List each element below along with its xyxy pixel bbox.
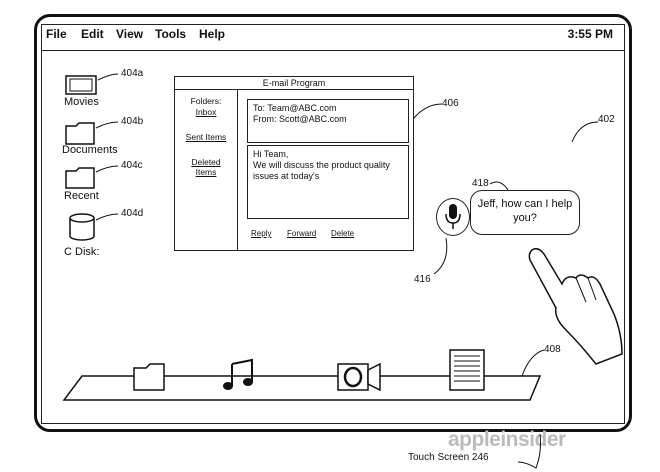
email-to[interactable]: To: Team@ABC.com bbox=[253, 103, 337, 113]
email-folders-panel: Folders: Inbox Sent Items Deleted Items bbox=[175, 90, 238, 250]
ref-408: 408 bbox=[544, 344, 561, 355]
delete-button[interactable]: Delete bbox=[331, 229, 355, 238]
touch-screen-leader bbox=[517, 433, 541, 469]
watermark: appleinsider bbox=[448, 428, 566, 451]
ref-418: 418 bbox=[472, 178, 489, 189]
microphone-button[interactable] bbox=[436, 198, 470, 236]
folder-sent-items[interactable]: Sent Items bbox=[185, 132, 227, 142]
menu-edit[interactable]: Edit bbox=[81, 27, 104, 41]
email-body-box[interactable]: Hi Team, We will discuss the product qua… bbox=[247, 145, 409, 219]
device-frame bbox=[34, 14, 632, 432]
disk-icon bbox=[69, 213, 95, 241]
assistant-bubble: Jeff, how can I help you? bbox=[470, 190, 580, 235]
email-header-box: To: Team@ABC.com From: Scott@ABC.com bbox=[247, 99, 409, 143]
folder-icon bbox=[65, 122, 95, 145]
email-title: E-mail Program bbox=[175, 77, 413, 90]
ref-404a: 404a bbox=[121, 68, 144, 79]
ref-416: 416 bbox=[414, 274, 431, 285]
ref-404c: 404c bbox=[121, 160, 143, 171]
dock-folder-icon bbox=[133, 363, 165, 391]
menu-help[interactable]: Help bbox=[199, 27, 226, 41]
ref-402-leader bbox=[571, 121, 599, 143]
menu-divider bbox=[42, 50, 624, 51]
forward-button[interactable]: Forward bbox=[287, 229, 317, 238]
dock bbox=[62, 349, 545, 401]
ref-416-leader bbox=[433, 237, 448, 275]
movie-icon bbox=[65, 75, 97, 95]
email-window[interactable]: E-mail Program Folders: Inbox Sent Items… bbox=[174, 76, 414, 251]
folder-icon bbox=[65, 167, 95, 189]
ref-404d: 404d bbox=[121, 208, 144, 219]
menu-bar: File Edit View Tools Help 3:55 PM bbox=[41, 27, 625, 49]
menu-file[interactable]: File bbox=[46, 27, 67, 41]
ref-406-leader bbox=[413, 103, 443, 119]
ref-404b: 404b bbox=[121, 116, 144, 127]
dock-music-icon bbox=[223, 358, 253, 390]
menu-view[interactable]: View bbox=[116, 27, 144, 41]
hand-icon bbox=[528, 247, 623, 365]
assistant-bubble-line: Jeff, how can I help bbox=[477, 198, 573, 210]
microphone-icon bbox=[445, 204, 461, 229]
assistant-bubble-line: you? bbox=[513, 212, 537, 224]
email-body-line: Hi Team, bbox=[253, 149, 289, 159]
folders-label: Folders: bbox=[190, 96, 222, 106]
dock-document-icon bbox=[449, 349, 485, 391]
screen bbox=[41, 24, 625, 424]
folder-inbox[interactable]: Inbox bbox=[195, 107, 217, 117]
icon-label-c-disk[interactable]: C Disk: bbox=[64, 246, 100, 258]
desktop-icons-art bbox=[65, 73, 119, 241]
email-body-line: We will discuss the product quality bbox=[253, 160, 390, 170]
ref-406: 406 bbox=[442, 98, 459, 109]
email-from: From: Scott@ABC.com bbox=[253, 114, 347, 124]
ref-418-leader bbox=[489, 181, 509, 191]
ref-402: 402 bbox=[598, 114, 615, 125]
folder-deleted-items[interactable]: Deleted Items bbox=[191, 157, 221, 177]
reply-button[interactable]: Reply bbox=[251, 229, 272, 238]
email-body-line: issues at today's bbox=[253, 171, 320, 181]
clock: 3:55 PM bbox=[567, 27, 613, 41]
touch-screen-label: Touch Screen 246 bbox=[408, 452, 489, 463]
icon-label-recent[interactable]: Recent bbox=[64, 190, 99, 202]
dock-camera-icon bbox=[337, 362, 381, 392]
icon-label-movies[interactable]: Movies bbox=[64, 96, 99, 108]
icon-label-documents[interactable]: Documents bbox=[62, 144, 118, 156]
menu-tools[interactable]: Tools bbox=[155, 27, 187, 41]
